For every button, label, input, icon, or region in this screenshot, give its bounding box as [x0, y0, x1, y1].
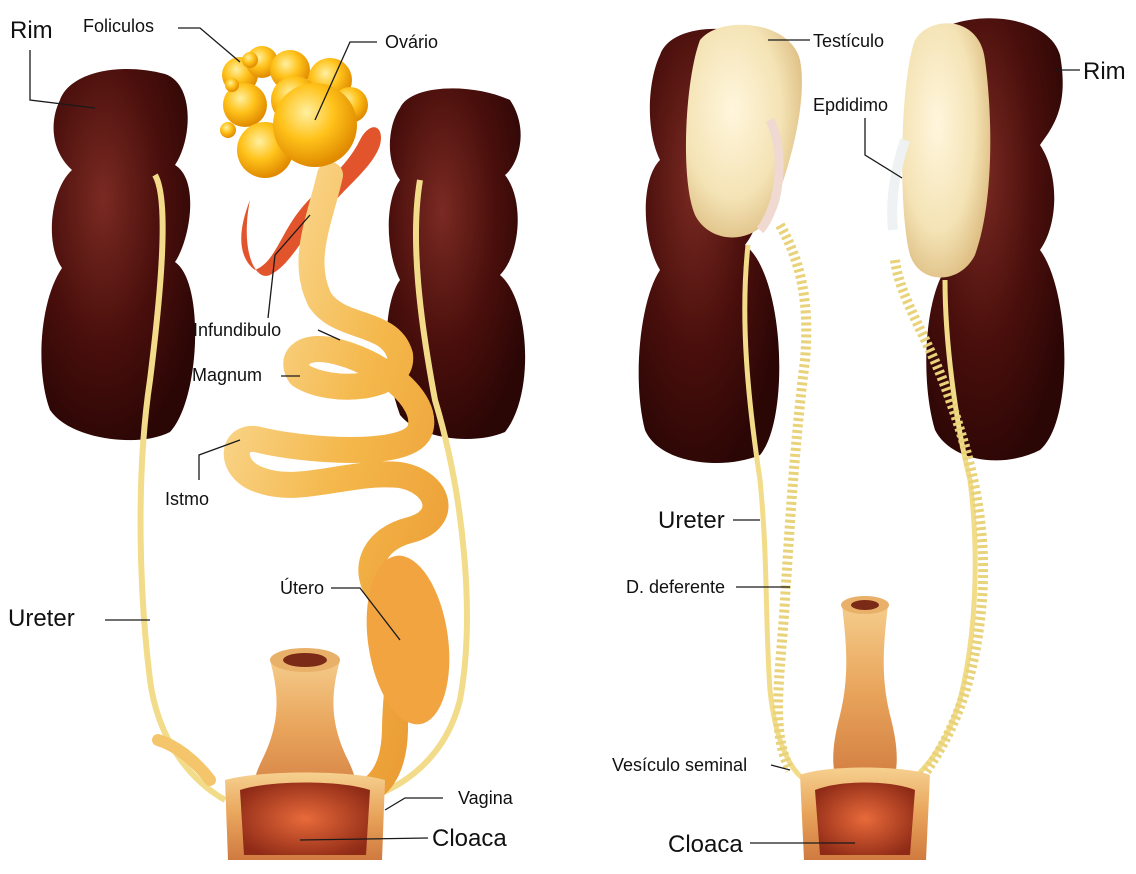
- ovary: [220, 46, 368, 178]
- label-testiculo: Testículo: [813, 31, 884, 51]
- leader-vagina: [385, 798, 443, 810]
- label-cloaca-female: Cloaca: [432, 825, 507, 852]
- label-foliculos: Foliculos: [83, 16, 154, 36]
- label-deferente: D. deferente: [626, 577, 725, 597]
- male-left-deferens: [778, 225, 806, 770]
- label-istmo: Istmo: [165, 489, 209, 509]
- female-left-kidney: [41, 69, 195, 440]
- label-cloaca-male: Cloaca: [668, 831, 743, 858]
- label-infundibulo: Infundibulo: [193, 320, 281, 340]
- label-epididimo: Epdidimo: [813, 95, 888, 115]
- label-ureter-female: Ureter: [8, 605, 75, 632]
- male-left-testis: [686, 25, 802, 238]
- male-cloaca: [800, 596, 930, 860]
- label-rim-male: Rim: [1083, 58, 1126, 85]
- female-vestigial-oviduct: [158, 740, 210, 780]
- label-ovario: Ovário: [385, 32, 438, 52]
- label-magnum: Magnum: [192, 365, 262, 385]
- label-vagina: Vagina: [458, 788, 514, 808]
- label-rim-female: Rim: [10, 17, 53, 44]
- male-system: Testículo Rim Epdidimo Ureter D. deferen…: [612, 18, 1126, 860]
- leader-foliculos: [178, 28, 240, 62]
- female-cloaca: [225, 648, 385, 860]
- female-system: Rim Foliculos Ovário Infundibulo Magnum …: [8, 16, 525, 860]
- male-right-testis: [892, 23, 990, 277]
- label-vesiculo: Vesículo seminal: [612, 755, 747, 775]
- label-utero: Útero: [280, 577, 324, 598]
- label-ureter-male: Ureter: [658, 507, 725, 534]
